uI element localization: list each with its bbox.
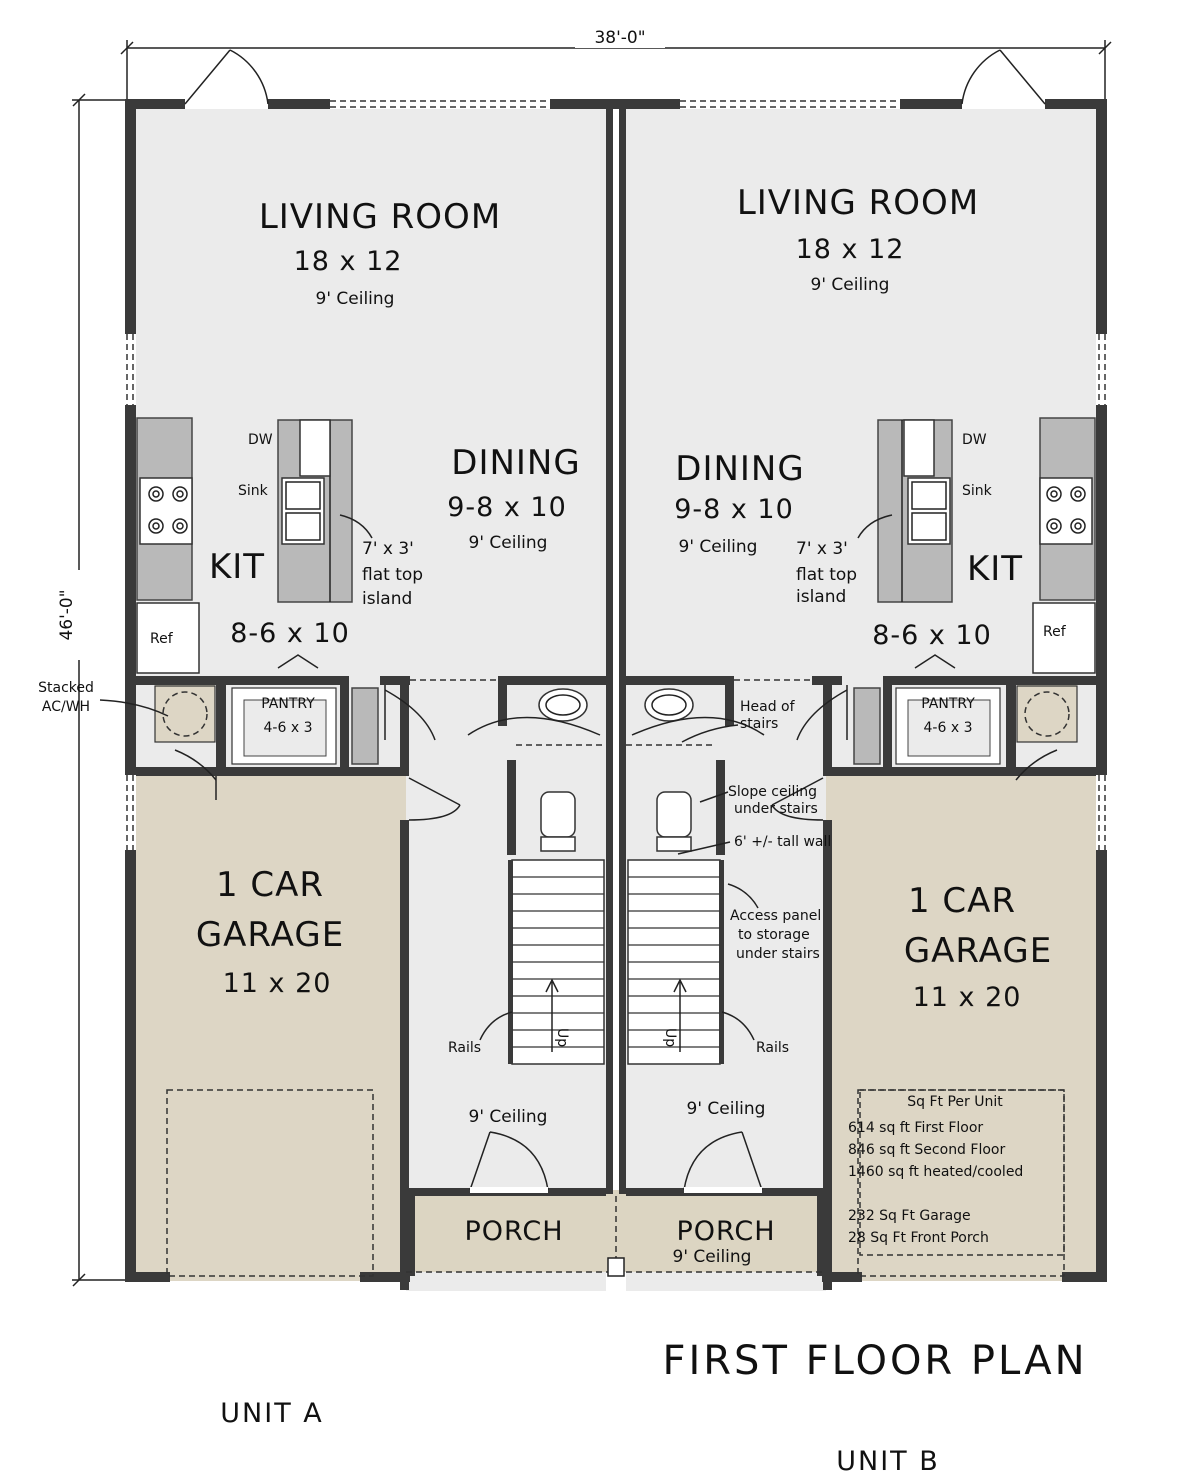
dimension-lines: 38'-0" 46'-0" (57, 26, 1112, 1287)
refrigerator-b (1032, 602, 1096, 674)
sqft-garage: 232 Sq Ft Garage (848, 1208, 971, 1224)
garage-label-2: GARAGE (904, 931, 1052, 971)
garage-b-floor (826, 771, 1096, 1281)
plan-title: FIRST FLOOR PLAN (662, 1338, 1087, 1384)
stairs: Up Up (508, 859, 724, 1065)
sqft-heated: 1460 sq ft heated/cooled (848, 1164, 1023, 1180)
island-label-3: island (796, 587, 846, 607)
ref-label: Ref (1043, 624, 1067, 640)
foyer-ceiling: 9' Ceiling (469, 1107, 548, 1127)
island-label-2: flat top (362, 565, 423, 585)
stair-up-b: Up (662, 1028, 678, 1047)
front-doors (406, 1131, 826, 1277)
dining-size: 9-8 x 10 (674, 494, 794, 525)
unit-b-label: UNIT B (836, 1446, 940, 1477)
sqft-heading: Sq Ft Per Unit (907, 1094, 1003, 1110)
stair-up-a: Up (554, 1028, 570, 1047)
pantry-label: PANTRY (921, 696, 975, 712)
interior-walls (136, 676, 1096, 1290)
pantry-closets (154, 685, 1078, 821)
kitchen-a: Ref DW Sink 7' x 3' flat top island (136, 417, 423, 674)
exterior-walls (125, 99, 1107, 1282)
living-room-ceiling: 9' Ceiling (811, 275, 890, 295)
kitchen-size: 8-6 x 10 (230, 618, 350, 649)
slope-note-2: under stairs (734, 801, 818, 817)
kitchen-size: 8-6 x 10 (872, 620, 992, 651)
dining-label: DINING (675, 449, 804, 489)
dining-size: 9-8 x 10 (447, 492, 567, 523)
ref-label: Ref (150, 631, 174, 647)
porch-label: PORCH (464, 1216, 563, 1247)
sink-label: Sink (962, 483, 993, 499)
dining-ceiling: 9' Ceiling (679, 537, 758, 557)
pantry-size: 4-6 x 3 (264, 720, 313, 736)
acwh-label-1: Stacked (38, 680, 94, 696)
living-room-ceiling: 9' Ceiling (316, 289, 395, 309)
width-dimension: 38'-0" (594, 28, 645, 48)
range-b (1039, 477, 1093, 545)
dining-label: DINING (451, 443, 580, 483)
dining-ceiling: 9' Ceiling (469, 533, 548, 553)
living-room-label: LIVING ROOM (259, 197, 501, 237)
kitchen-b: Ref DW Sink 7' x 3' flat top island (796, 417, 1096, 674)
garage-a-floor (136, 771, 406, 1281)
porch-label: PORCH (676, 1216, 775, 1247)
dw-label: DW (248, 432, 273, 448)
sqft-first: 614 sq ft First Floor (848, 1120, 983, 1136)
access-panel-note-2: to storage (738, 927, 810, 943)
island-label-2: flat top (796, 565, 857, 585)
refrigerator-a (136, 602, 200, 674)
tall-wall-note: 6' +/- tall wall (734, 834, 831, 850)
labels-unit-a: LIVING ROOM 18 x 12 9' Ceiling DINING 9-… (38, 197, 580, 1429)
island-label-3: island (362, 589, 412, 609)
porch-ceiling: 9' Ceiling (673, 1247, 752, 1267)
labels-unit-b: LIVING ROOM 18 x 12 9' Ceiling DINING 9-… (673, 183, 1065, 1477)
rails-label: Rails (756, 1040, 789, 1056)
slope-note-1: Slope ceiling (728, 784, 817, 800)
garage-label-1: 1 CAR (908, 881, 1016, 921)
range-a (139, 477, 193, 545)
kitchen-label: KIT (967, 549, 1023, 589)
living-room-label: LIVING ROOM (737, 183, 979, 223)
head-of-stairs-note-1: Head of (740, 699, 796, 715)
garage-size: 11 x 20 (913, 982, 1022, 1013)
pantry-size: 4-6 x 3 (924, 720, 973, 736)
garage-label-1: 1 CAR (216, 865, 324, 905)
rear-doors (184, 49, 1046, 105)
head-of-stairs-note-2: stairs (740, 716, 778, 732)
depth-dimension: 46'-0" (57, 589, 77, 640)
living-room-size: 18 x 12 (796, 234, 905, 265)
garage-label-2: GARAGE (196, 915, 344, 955)
kitchen-label: KIT (209, 547, 265, 587)
sqft-porch: 28 Sq Ft Front Porch (848, 1230, 989, 1246)
powder-rooms (467, 688, 765, 852)
unit-a-label: UNIT A (220, 1398, 323, 1429)
living-room-size: 18 x 12 (294, 246, 403, 277)
foyer-ceiling: 9' Ceiling (687, 1099, 766, 1119)
access-panel-note-3: under stairs (736, 946, 820, 962)
pantry-label: PANTRY (261, 696, 315, 712)
island-label-1: 7' x 3' (362, 539, 414, 559)
rails-label: Rails (448, 1040, 481, 1056)
island-label-1: 7' x 3' (796, 539, 848, 559)
acwh-label-2: AC/WH (42, 699, 90, 715)
sqft-second: 846 sq ft Second Floor (848, 1142, 1005, 1158)
access-panel-note-1: Access panel (730, 908, 821, 924)
sink-label: Sink (238, 483, 269, 499)
dw-label: DW (962, 432, 987, 448)
garage-size: 11 x 20 (223, 968, 332, 999)
